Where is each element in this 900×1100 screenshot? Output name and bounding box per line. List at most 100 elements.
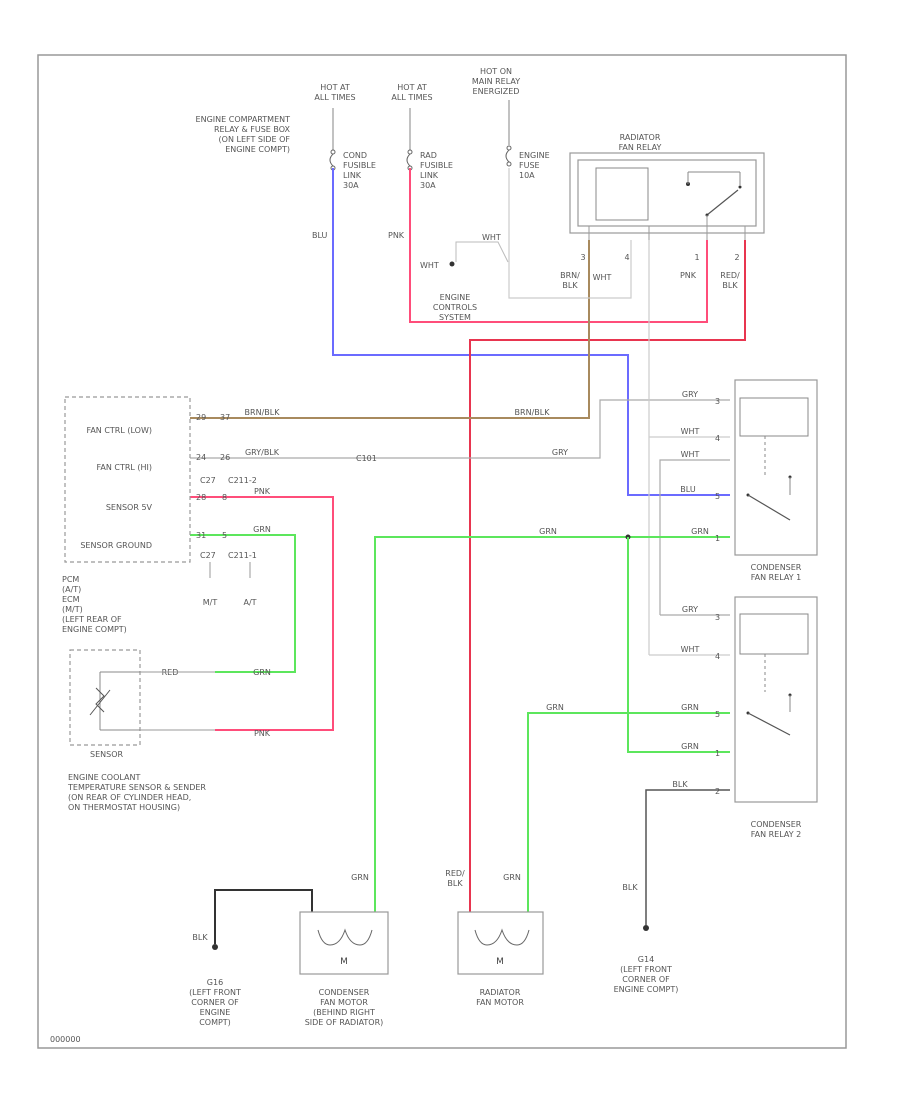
relay1-pin-2: 4 — [715, 434, 720, 443]
svg-text:26: 26 — [220, 453, 230, 462]
svg-text:FAN RELAY 2: FAN RELAY 2 — [751, 830, 802, 839]
fuse2-l1: RAD — [420, 151, 437, 160]
svg-text:WHT: WHT — [681, 450, 700, 459]
radiator-fan-relay — [569, 152, 765, 234]
lbl-grn-relay1: GRN — [691, 527, 709, 536]
svg-text:(M/T): (M/T) — [62, 605, 83, 614]
pcm-trans-mt: M/T — [203, 598, 218, 607]
svg-text:ON THERMOSTAT HOUSING): ON THERMOSTAT HOUSING) — [68, 803, 180, 812]
svg-text:4: 4 — [715, 652, 720, 661]
fuse-engine-icon — [505, 145, 512, 167]
condenser-motor-letter: M — [340, 957, 348, 967]
lbl-grn-relay2top: GRN — [546, 703, 564, 712]
radiator-fan-motor — [457, 911, 544, 975]
g14-label-3: CORNER OF — [622, 975, 670, 984]
svg-text:GRY: GRY — [552, 448, 568, 457]
svg-text:BLU: BLU — [312, 231, 328, 240]
lbl-pnk-sens-low: PNK — [254, 729, 271, 738]
svg-text:FAN CTRL (LOW): FAN CTRL (LOW) — [86, 426, 152, 435]
svg-text:BLU: BLU — [680, 485, 696, 494]
svg-text:SENSOR: SENSOR — [90, 750, 123, 759]
relay1-pin-4: 1 — [715, 534, 720, 543]
pcm-conn-3: C27 — [200, 551, 216, 560]
pcm-label-4: (M/T) — [62, 605, 83, 614]
cond-motor-label-1: CONDENSER — [319, 988, 370, 997]
pcm-pin-3: 24 — [196, 453, 206, 462]
svg-text:M: M — [496, 957, 504, 967]
relay2-switch-icon — [746, 654, 792, 736]
svg-text:GRN: GRN — [691, 527, 709, 536]
svg-text:FUSIBLE: FUSIBLE — [420, 161, 453, 170]
pcm-signal-sensor-5v: SENSOR 5V — [106, 503, 153, 512]
rad-relay-coil-icon — [595, 167, 649, 221]
svg-text:PNK: PNK — [388, 231, 405, 240]
sensor-label-4: ON THERMOSTAT HOUSING) — [68, 803, 180, 812]
lbl-pnk-sensor: PNK — [254, 487, 271, 496]
svg-text:CONTROLS: CONTROLS — [433, 303, 477, 312]
sensor-label-1: ENGINE COOLANT — [68, 773, 140, 782]
svg-text:ENGINE: ENGINE — [519, 151, 550, 160]
rel-pin-b: 4 — [624, 253, 629, 262]
svg-text:RED/: RED/ — [445, 869, 465, 878]
feed1-line2: ALL TIMES — [314, 93, 355, 102]
lbl-gry-right: GRY — [552, 448, 568, 457]
wire-brn-blk — [190, 240, 590, 419]
svg-text:FAN RELAY 1: FAN RELAY 1 — [751, 573, 802, 582]
rad-relay-switch-icon — [686, 171, 742, 217]
sensor-label-2: TEMPERATURE SENSOR & SENDER — [67, 783, 206, 792]
lbl-grn-relay2a: GRN — [681, 703, 699, 712]
svg-text:CORNER OF: CORNER OF — [191, 998, 239, 1007]
lbl-brn-blk-1: BRN/ — [560, 271, 580, 280]
pcm-trans-at: A/T — [243, 598, 256, 607]
svg-text:ALL TIMES: ALL TIMES — [314, 93, 355, 102]
pcm-label-1: PCM — [62, 575, 79, 584]
svg-text:TEMPERATURE SENSOR & SENDER: TEMPERATURE SENSOR & SENDER — [67, 783, 206, 792]
svg-text:ALL TIMES: ALL TIMES — [391, 93, 432, 102]
svg-text:BRN/BLK: BRN/BLK — [245, 408, 281, 417]
lbl-blu-relay1: BLU — [680, 485, 696, 494]
svg-text:CONDENSER: CONDENSER — [751, 820, 802, 829]
lbl-wht-relay1b: WHT — [681, 450, 700, 459]
fuse1-l4: 30A — [343, 181, 359, 190]
svg-text:ENGINE COMPT): ENGINE COMPT) — [62, 625, 127, 634]
svg-text:(ON LEFT SIDE OF: (ON LEFT SIDE OF — [219, 135, 291, 144]
svg-text:3: 3 — [715, 397, 720, 406]
lbl-grn-fan2: GRN — [503, 873, 521, 882]
svg-text:WHT: WHT — [420, 261, 439, 270]
relay2-pin-3: 5 — [715, 710, 720, 719]
fusebox-label-4: ENGINE COMPT) — [225, 145, 290, 154]
rel-pin-d: 2 — [734, 253, 739, 262]
relay1-label-1: CONDENSER — [751, 563, 802, 572]
svg-text:24: 24 — [196, 453, 206, 462]
lbl-grn-sens-low: GRN — [253, 668, 271, 677]
relay2-pin-4: 1 — [715, 749, 720, 758]
lbl-grn-fan1: GRN — [351, 873, 369, 882]
wire-wht-engine — [508, 168, 632, 299]
g16-label-2: (LEFT FRONT — [189, 988, 241, 997]
lbl-pnk-rel: PNK — [680, 271, 697, 280]
pcm-pin-8: 5 — [222, 531, 227, 540]
condenser-fan-relay-2 — [734, 596, 818, 803]
svg-text:5: 5 — [222, 531, 227, 540]
fusebox-label-1: ENGINE COMPARTMENT — [196, 115, 291, 124]
pcm-pin-1: 29 — [196, 413, 206, 422]
fuse1-l2: FUSIBLE — [343, 161, 376, 170]
lbl-wht-relay1a: WHT — [681, 427, 700, 436]
wire-blk-relay2 — [645, 789, 730, 925]
ecm-label-3: SYSTEM — [439, 313, 471, 322]
svg-text:SENSOR 5V: SENSOR 5V — [106, 503, 153, 512]
svg-text:1: 1 — [715, 534, 720, 543]
svg-text:C211-2: C211-2 — [228, 476, 257, 485]
svg-text:ENGINE: ENGINE — [440, 293, 471, 302]
feed3-line3: ENERGIZED — [473, 87, 520, 96]
fuse3-l1: ENGINE — [519, 151, 550, 160]
relay2-pin-1: 3 — [715, 613, 720, 622]
g16-label-1: G16 — [207, 978, 223, 987]
relay1-pin-3: 5 — [715, 492, 720, 501]
svg-text:FAN CTRL (HI): FAN CTRL (HI) — [96, 463, 152, 472]
relay1-pin-1: 3 — [715, 397, 720, 406]
relay2-pin-5: 2 — [715, 787, 720, 796]
lbl-wht-rel: WHT — [593, 273, 612, 282]
lbl-red-blk-fan2-2: BLK — [447, 879, 463, 888]
svg-text:M/T: M/T — [203, 598, 218, 607]
